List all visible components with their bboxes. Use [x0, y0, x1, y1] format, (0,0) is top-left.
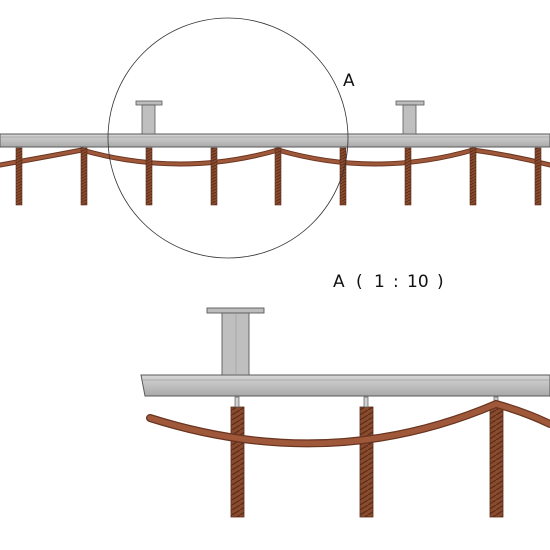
- detail-title: A ( 1 : 10 ): [333, 272, 444, 292]
- overview-beam: [0, 133, 550, 148]
- detail-close-paren: ): [437, 272, 444, 292]
- detail-rod: [230, 406, 245, 518]
- overview-rods: [15, 147, 542, 206]
- detail-rod: [489, 406, 504, 518]
- overview-rod: [469, 147, 477, 206]
- overview-rod: [15, 147, 23, 206]
- overview-rod: [534, 147, 542, 206]
- overview-post: [395, 100, 425, 135]
- overview-rod: [80, 147, 88, 206]
- detail-colon: :: [393, 272, 399, 292]
- overview-view: A: [0, 17, 550, 259]
- detail-post: [206, 307, 265, 376]
- detail-connectors: [234, 396, 499, 408]
- overview-rod: [404, 147, 412, 206]
- detail-beam: [140, 374, 550, 397]
- detail-rope-highlight: [147, 401, 550, 447]
- detail-rods: [230, 406, 504, 518]
- overview-rod: [339, 147, 347, 206]
- overview-post: [135, 100, 163, 135]
- detail-scale-num: 1: [374, 272, 385, 292]
- detail-letter: A: [333, 272, 345, 292]
- detail-scale-den: 10: [407, 272, 429, 292]
- callout-label: A: [343, 71, 355, 91]
- overview-rod: [210, 147, 218, 206]
- overview-rod: [274, 147, 282, 206]
- detail-open-paren: (: [356, 272, 363, 292]
- overview-rod: [145, 147, 153, 206]
- detail-view: [140, 307, 550, 518]
- detail-rod: [359, 406, 374, 518]
- detail-callout-circle: [107, 17, 349, 259]
